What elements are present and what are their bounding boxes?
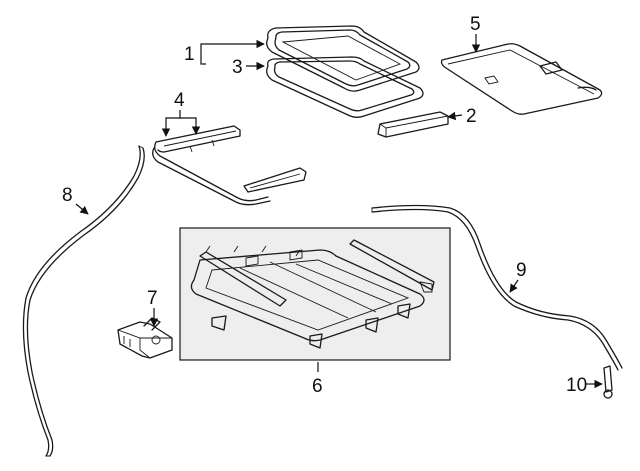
callout-2: 2 xyxy=(466,106,477,127)
callout-3: 3 xyxy=(232,57,243,78)
sunroof-glass-part xyxy=(266,25,420,92)
sunroof-motor-part xyxy=(117,317,173,359)
sunroof-housing-part xyxy=(190,239,435,349)
callout-4: 4 xyxy=(174,90,185,111)
callout-1: 1 xyxy=(184,44,195,65)
callout-7: 7 xyxy=(147,288,158,309)
callout-5: 5 xyxy=(470,14,481,35)
glass-weatherstrip-part xyxy=(266,56,424,118)
sunshade-part xyxy=(440,43,603,115)
callout-6: 6 xyxy=(312,376,323,397)
rear-drain-hose-part xyxy=(22,145,145,457)
callout-9: 9 xyxy=(516,260,527,281)
front-drain-hose-part xyxy=(371,204,623,371)
deflector-bracket-part xyxy=(377,111,449,138)
callout-10: 10 xyxy=(566,375,587,396)
leader-lines xyxy=(75,34,603,389)
drain-trough-part xyxy=(152,125,307,206)
callout-8: 8 xyxy=(62,185,73,206)
hose-clip-part xyxy=(603,365,613,399)
